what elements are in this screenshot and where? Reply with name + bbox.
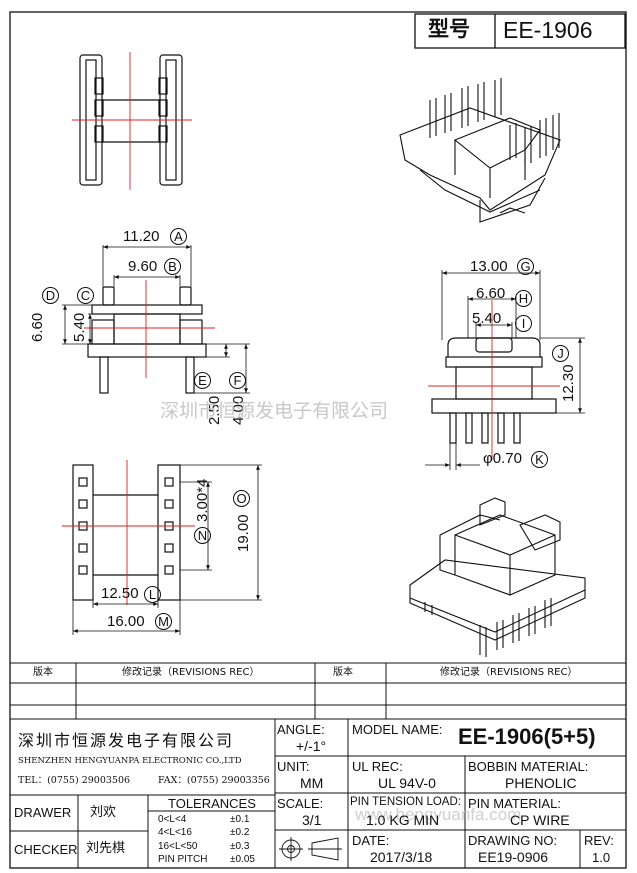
dim-e-letter: E bbox=[194, 372, 211, 389]
dim-g-letter: G bbox=[517, 258, 534, 275]
front-view bbox=[84, 280, 215, 394]
dim-k-letter: K bbox=[531, 451, 548, 468]
dim-d-letter: D bbox=[42, 287, 59, 304]
dim-c-letter: C bbox=[77, 287, 94, 304]
tolerance-value: ±0.2 bbox=[230, 827, 250, 838]
bobbin-material-value: PHENOLIC bbox=[505, 775, 577, 791]
rev-col4: 修改记录（REVISIONS REC） bbox=[440, 667, 578, 678]
iso-view-bottom bbox=[409, 497, 586, 657]
watermark-url: www.hengyuanfa.com bbox=[355, 805, 522, 824]
ul-value: UL 94V-0 bbox=[378, 775, 436, 791]
top-view bbox=[72, 52, 192, 190]
angle-label: ANGLE: bbox=[277, 722, 325, 737]
pin-tension-value: 1.0 KG MIN bbox=[366, 812, 440, 828]
front-dimension-lines bbox=[62, 245, 250, 394]
drawer-value: 刘欢 bbox=[90, 805, 117, 820]
dim-n-value: 3.00*4 bbox=[194, 478, 211, 522]
pin-material-value: CP WIRE bbox=[510, 812, 570, 828]
dim-l-value: 12.50 bbox=[101, 585, 139, 602]
dim-j-letter: J bbox=[552, 345, 569, 362]
dim-a-value: 11.20 bbox=[123, 228, 160, 245]
dim-k-value: φ0.70 bbox=[483, 450, 522, 467]
dim-m-value: 16.00 bbox=[107, 613, 145, 630]
bobbin-material-label: BOBBIN MATERIAL: bbox=[468, 759, 589, 774]
dim-l-letter: L bbox=[144, 586, 161, 603]
bottom-dimension-lines bbox=[72, 464, 262, 635]
dim-b-value: 9.60 bbox=[128, 258, 158, 275]
rev-value: 1.0 bbox=[592, 850, 611, 865]
bottom-view bbox=[62, 460, 195, 605]
tolerance-value: ±0.1 bbox=[230, 814, 250, 825]
rev-col3: 版本 bbox=[333, 667, 353, 678]
tolerance-value: ±0.3 bbox=[230, 841, 250, 852]
dim-i-value: 5.40 bbox=[472, 310, 502, 327]
projection-symbol-icon bbox=[279, 837, 342, 861]
dim-g-value: 13.00 bbox=[470, 258, 508, 275]
company-name-cn: 深圳市恒源发电子有限公司 bbox=[18, 731, 235, 750]
unit-label: UNIT: bbox=[277, 759, 310, 774]
dim-m-letter: M bbox=[155, 613, 172, 630]
dim-f-letter: F bbox=[229, 372, 246, 389]
tolerances-label: TOLERANCES bbox=[168, 796, 256, 811]
rev-label: REV: bbox=[584, 833, 614, 848]
tolerance-range: PIN PITCH bbox=[158, 854, 208, 865]
model-name-value: EE-1906(5+5) bbox=[458, 724, 596, 749]
date-value: 2017/3/18 bbox=[370, 849, 433, 865]
dim-i-letter: I bbox=[515, 315, 532, 332]
dim-j-value: 12.30 bbox=[560, 364, 577, 402]
tolerance-range: 0<L<4 bbox=[158, 814, 187, 825]
unit-value: MM bbox=[300, 775, 324, 791]
date-label: DATE: bbox=[352, 833, 390, 848]
side-view bbox=[428, 300, 560, 460]
dim-n-letter: N bbox=[194, 527, 211, 544]
dim-a-letter: A bbox=[170, 228, 187, 245]
drawing-no-value: EE19-0906 bbox=[478, 849, 549, 865]
company-fax: FAX：(0755) 29003356 bbox=[158, 775, 270, 786]
dim-d-value: 6.60 bbox=[29, 312, 46, 342]
iso-view-top bbox=[399, 78, 561, 223]
drawing-no-label: DRAWING NO: bbox=[468, 833, 558, 848]
title-block-grid bbox=[10, 719, 626, 868]
company-tel: TEL：(0755) 29003506 bbox=[18, 775, 131, 786]
pin-material-label: PIN MATERIAL: bbox=[468, 796, 561, 811]
header-model-box bbox=[414, 13, 626, 49]
scale-label: SCALE: bbox=[277, 796, 324, 811]
model-name-label: MODEL NAME: bbox=[352, 722, 443, 737]
tolerance-range: 16<L<50 bbox=[158, 841, 198, 852]
tolerance-value: ±0.05 bbox=[230, 854, 255, 865]
scale-value: 3/1 bbox=[302, 812, 322, 828]
model-value: EE-1906 bbox=[503, 17, 593, 43]
dim-h-letter: H bbox=[515, 290, 532, 307]
pin-tension-label: PIN TENSION LOAD: bbox=[350, 796, 461, 808]
sheet-border bbox=[9, 11, 627, 869]
checker-label: CHECKER bbox=[14, 842, 78, 857]
tolerance-range: 4<L<16 bbox=[158, 827, 192, 838]
ul-label: UL REC: bbox=[352, 759, 403, 774]
rev-col1: 版本 bbox=[33, 667, 53, 678]
dim-o-value: 19.00 bbox=[235, 514, 252, 552]
watermark-company: 深圳市恒源发电子有限公司 bbox=[160, 400, 389, 422]
rev-col2: 修改记录（REVISIONS REC） bbox=[122, 667, 260, 678]
drawer-label: DRAWER bbox=[14, 805, 72, 820]
checker-value: 刘先棋 bbox=[86, 841, 126, 856]
company-name-en: SHENZHEN HENGYUANPA ELECTRONIC CO.,LTD bbox=[18, 756, 242, 766]
dim-b-letter: B bbox=[164, 258, 181, 275]
dim-o-letter: O bbox=[233, 490, 250, 507]
dim-c-value: 5.40 bbox=[71, 312, 88, 342]
model-label: 型号 bbox=[428, 17, 470, 41]
angle-value: +/-1° bbox=[296, 738, 327, 754]
dim-h-value: 6.60 bbox=[476, 285, 506, 302]
revision-table bbox=[10, 662, 626, 720]
